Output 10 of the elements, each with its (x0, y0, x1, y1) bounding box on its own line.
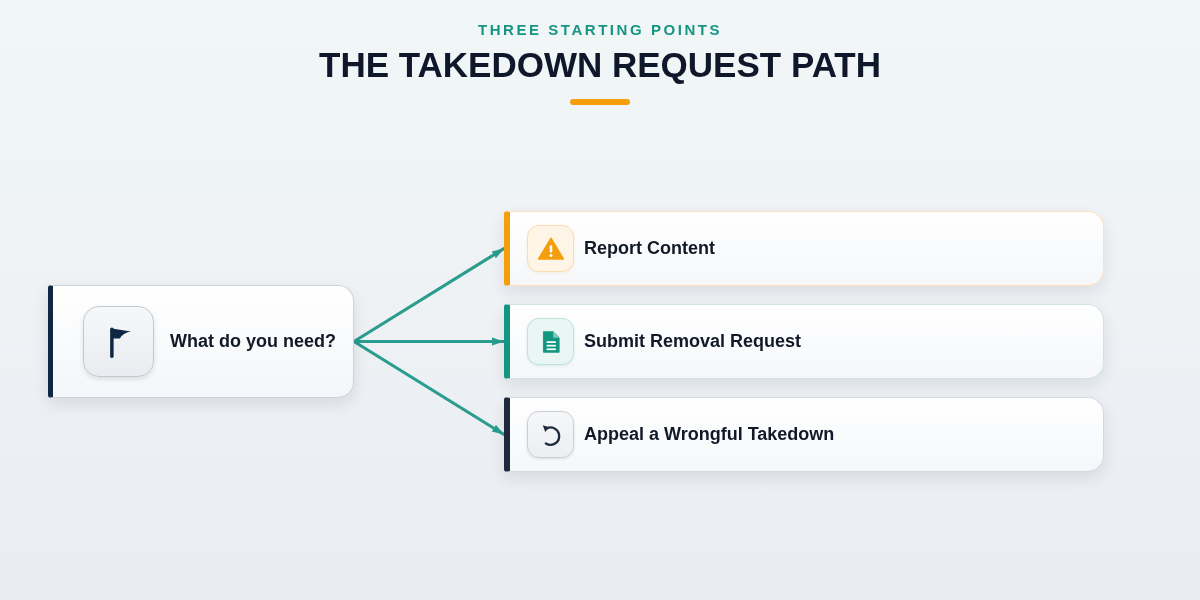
node-label: Report Content (584, 237, 715, 260)
option-card (504, 304, 1104, 379)
subtitle: THREE STARTING POINTS (477, 22, 723, 37)
node-label: What do you need? (170, 330, 336, 353)
node-label: Appeal a Wrongful Takedown (584, 423, 835, 446)
question-card (48, 285, 354, 398)
option-card (504, 397, 1104, 472)
option-card (504, 211, 1104, 286)
node-label: Submit Removal Request (584, 330, 802, 353)
title: THE TAKEDOWN REQUEST PATH (319, 47, 881, 82)
